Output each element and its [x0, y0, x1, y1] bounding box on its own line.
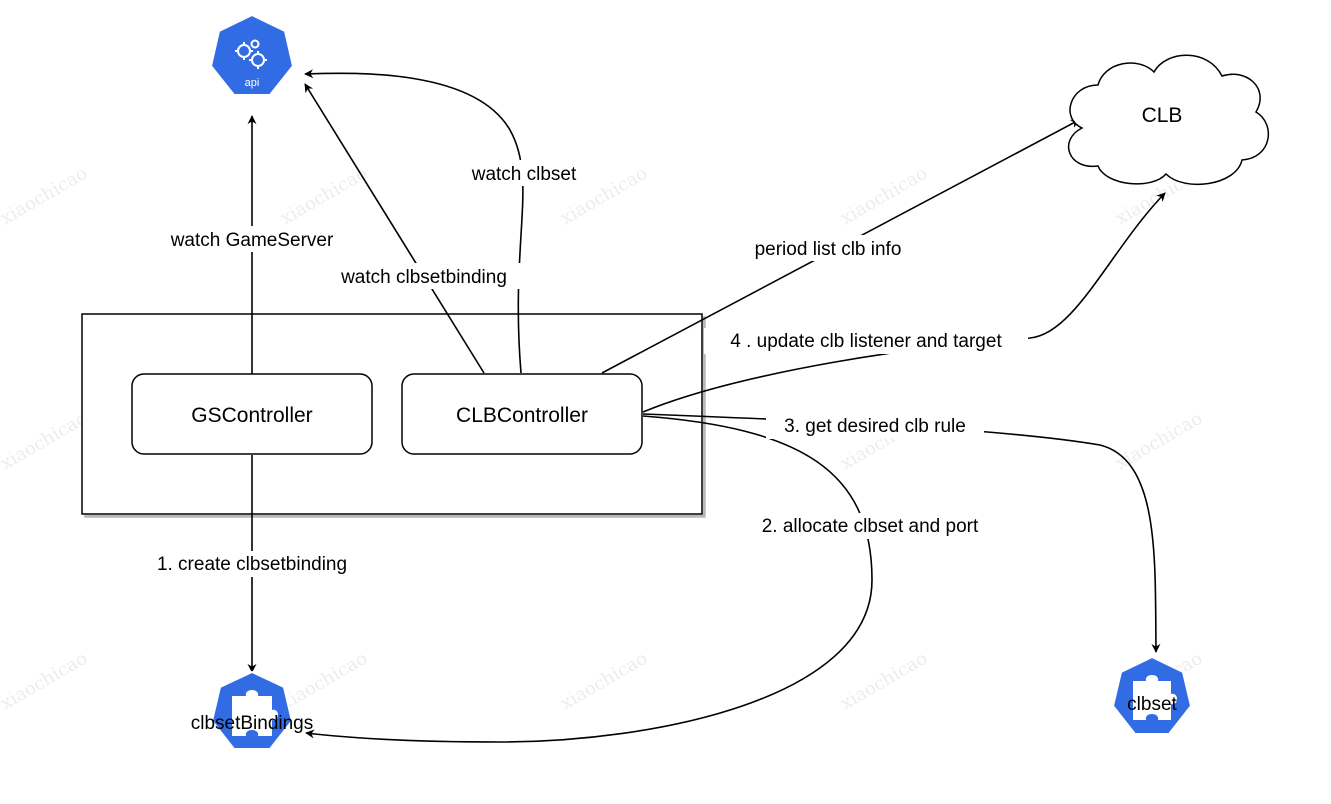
label-allocate: 2. allocate clbset and port: [762, 516, 979, 537]
clbset-label: clbset: [1127, 694, 1177, 715]
label-period-list: period list clb info: [755, 239, 902, 260]
api-label: api: [245, 77, 260, 89]
clbset-node: clbset: [1111, 655, 1193, 735]
edge-update-clb: [642, 192, 1166, 413]
clbset-bindings-node: clbsetBindings: [191, 670, 314, 750]
edge-labels: watch GameServer watch clbset watch clbs…: [138, 160, 1028, 577]
gs-controller-label: GSController: [191, 404, 312, 427]
edge-allocate: [305, 415, 873, 743]
gs-controller-node: [131, 373, 373, 455]
clb-node: CLB: [1067, 54, 1270, 186]
puzzle-icon: [1133, 675, 1177, 720]
label-watch-gameserver: watch GameServer: [170, 230, 334, 251]
label-watch-clbsetbinding: watch clbsetbinding: [340, 267, 507, 288]
kubernetes-api-icon: [209, 13, 295, 96]
watermark: xiaochicao: [277, 163, 371, 229]
watermark: xiaochicao: [277, 648, 371, 714]
watermark: xiaochicao: [557, 648, 651, 714]
watermark: xiaochicao: [0, 408, 91, 474]
clb-controller-label: CLBController: [456, 404, 588, 427]
gear-icon: [235, 39, 267, 69]
cloud-icon: [1067, 54, 1270, 186]
watermark: xiaochicao: [0, 648, 91, 714]
puzzle-icon: [232, 690, 278, 736]
watermark: xiaochicao: [837, 648, 931, 714]
clb-controller-node: [401, 373, 643, 455]
clbset-bindings-label: clbsetBindings: [191, 713, 314, 734]
api-node: api: [209, 13, 295, 96]
watermark: xiaochicao: [1112, 408, 1206, 474]
label-create-binding: 1. create clbsetbinding: [157, 554, 347, 575]
clb-label: CLB: [1142, 104, 1183, 127]
label-watch-clbset: watch clbset: [471, 164, 577, 185]
watermark: xiaochicao: [0, 163, 91, 229]
label-get-desired: 3. get desired clb rule: [784, 416, 966, 437]
watermark: xiaochicao: [837, 163, 931, 229]
label-update-clb: 4 . update clb listener and target: [730, 331, 1002, 352]
edge-watch-clbsetbinding: [304, 83, 485, 374]
